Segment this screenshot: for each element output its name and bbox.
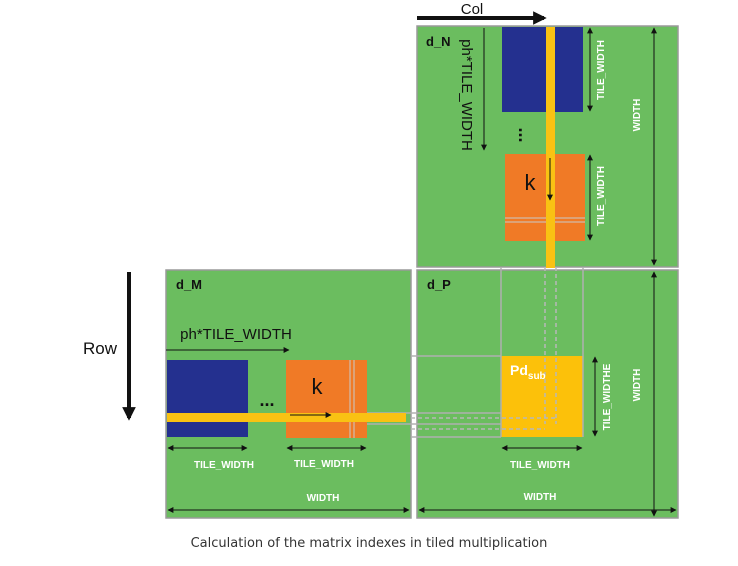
d-m-label: d_M xyxy=(176,277,202,292)
col-band xyxy=(546,27,555,268)
width-m-label: WIDTH xyxy=(307,493,340,504)
row-band xyxy=(167,413,406,422)
d-n-orange-grid xyxy=(505,217,585,223)
tile-width-m-right-label: TILE_WIDTH xyxy=(294,459,354,470)
d-m-orange-tile xyxy=(286,360,367,438)
col-label: Col xyxy=(461,1,484,18)
tile-widthe-p-label: TILE_WIDTHE xyxy=(602,363,613,430)
width-p-label: WIDTH xyxy=(524,492,557,503)
ph-tile-width-vertical-label: ph*TILE_WIDTH xyxy=(458,39,475,151)
d-n-blue-tile xyxy=(502,27,583,112)
d-m-blue-tile xyxy=(167,360,248,437)
width-n-label: WIDTH xyxy=(632,99,643,132)
figure-caption: Calculation of the matrix indexes in til… xyxy=(190,536,548,551)
d-m-orange-grid xyxy=(349,360,355,438)
d-p-sub-tile xyxy=(501,356,583,437)
guide-dashed-lines xyxy=(411,267,557,430)
d-n-label: d_N xyxy=(426,34,451,49)
width-p-vertical-label: WIDTH xyxy=(632,369,643,402)
tile-width-n-bottom-label: TILE_WIDTH xyxy=(596,166,607,226)
k-left-label: k xyxy=(312,374,324,399)
d-m-horizontal-dots: ... xyxy=(259,390,274,410)
k-top-label: k xyxy=(525,170,537,195)
tile-width-p-label: TILE_WIDTH xyxy=(510,460,570,471)
tile-width-m-left-label: TILE_WIDTH xyxy=(194,460,254,471)
tile-width-n-top-label: TILE_WIDTH xyxy=(596,40,607,100)
ph-tile-width-horizontal-label: ph*TILE_WIDTH xyxy=(180,326,292,343)
pd-sub-label: Pdsub xyxy=(510,362,546,382)
d-n-orange-tile xyxy=(505,154,585,241)
d-n-vertical-dots: ... xyxy=(515,127,535,142)
row-label: Row xyxy=(83,339,118,358)
d-p-label: d_P xyxy=(427,277,451,292)
